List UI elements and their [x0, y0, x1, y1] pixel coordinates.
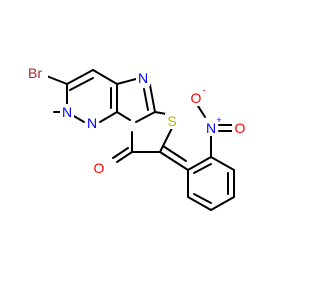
- bond-ph-2-inner: [193, 193, 212, 204]
- bond-c-c-top: [66, 69, 94, 85]
- nitro-nitrogen-label: N: [206, 120, 216, 136]
- bond-c-nimid-top: [116, 78, 137, 85]
- nitro-oxygen-top-label: O: [191, 90, 202, 106]
- structure-svg: Br N N N S O N + O - O: [22, 64, 248, 211]
- sulfur-label: S: [167, 113, 176, 129]
- bond-ph-2: [187, 196, 212, 211]
- bond-nimid-c: [149, 84, 156, 113]
- nitro-oxygen-charge: -: [203, 85, 206, 95]
- imidazole-nitrogen-label: N: [138, 70, 148, 86]
- bond-c-c-upper-right: [92, 69, 118, 85]
- bromine-label: Br: [28, 65, 42, 81]
- molecule-diagram: Br N N N S O N + O - O: [22, 64, 248, 211]
- bond-co-2: [112, 147, 129, 159]
- bond-ph-3: [210, 196, 235, 211]
- bond-nimid-c-inner: [143, 88, 149, 111]
- carbonyl-oxygen-label: O: [94, 160, 105, 176]
- bond-nimid-c-left: [116, 111, 131, 121]
- nitro-nitrogen-charge: +: [216, 115, 221, 125]
- bond-c-c-top-inner: [69, 77, 94, 91]
- bond-ph-5: [210, 156, 235, 171]
- bond-c-nimid: [135, 111, 156, 123]
- bond-co-1: [116, 151, 133, 163]
- bond-c-npyr2: [99, 111, 118, 123]
- bond-exo-2: [162, 145, 187, 162]
- bonds: [43, 69, 235, 211]
- bond-s-c: [159, 127, 173, 153]
- bond-exo-1: [159, 151, 189, 171]
- bond-nnitro-o-top: [197, 105, 206, 118]
- nitro-oxygen-right-label: O: [235, 120, 246, 136]
- atom-labels: Br N N N S O N + O - O: [22, 64, 248, 176]
- bond-ph-6-inner: [193, 163, 212, 174]
- pyridine-nitrogen-label: N: [62, 104, 72, 120]
- pyridine-nitrogen-2-label: N: [87, 115, 97, 131]
- bond-ph-6: [187, 156, 212, 171]
